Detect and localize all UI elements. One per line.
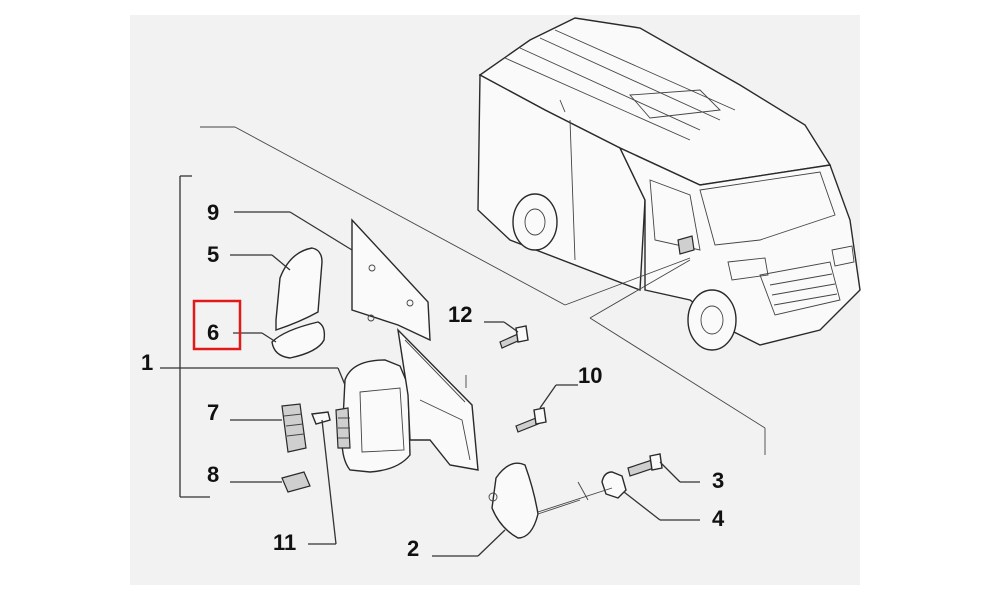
part-8-pad <box>281 471 311 493</box>
part-11-clip <box>311 411 331 425</box>
part-5-upper-mirror-glass <box>275 247 323 331</box>
callout-12: 12 <box>448 302 472 327</box>
part-1-mirror-housing <box>335 327 479 473</box>
van-illustration <box>477 17 861 351</box>
leader-lines <box>160 211 700 557</box>
callout-2: 2 <box>407 536 419 561</box>
callout-8: 8 <box>207 462 219 487</box>
callout-10: 10 <box>578 363 602 388</box>
highlight-box-callout-6 <box>192 299 242 351</box>
callout-3: 3 <box>712 468 724 493</box>
callout-9: 9 <box>207 200 219 225</box>
part-2-base-cover <box>488 462 539 539</box>
part-12-screw <box>499 325 529 349</box>
part-4-cap-nut <box>601 471 627 499</box>
callout-6: 6 <box>207 320 219 345</box>
callout-4: 4 <box>712 506 725 531</box>
part-3-bolt <box>627 453 663 477</box>
part-9-mirror-plate <box>351 218 431 342</box>
part-6-lower-mirror-glass <box>271 321 326 359</box>
callout-7: 7 <box>207 400 219 425</box>
callout-5: 5 <box>207 242 219 267</box>
part-7-indicator-lamp <box>281 403 307 453</box>
part-10-screw <box>515 407 547 433</box>
callout-11: 11 <box>273 530 296 555</box>
perspective-guide-lines <box>200 126 766 455</box>
callout-labels: 9 5 6 12 1 10 7 8 3 4 11 2 <box>141 200 725 561</box>
callout-1: 1 <box>141 350 153 375</box>
group-bracket <box>179 175 210 498</box>
